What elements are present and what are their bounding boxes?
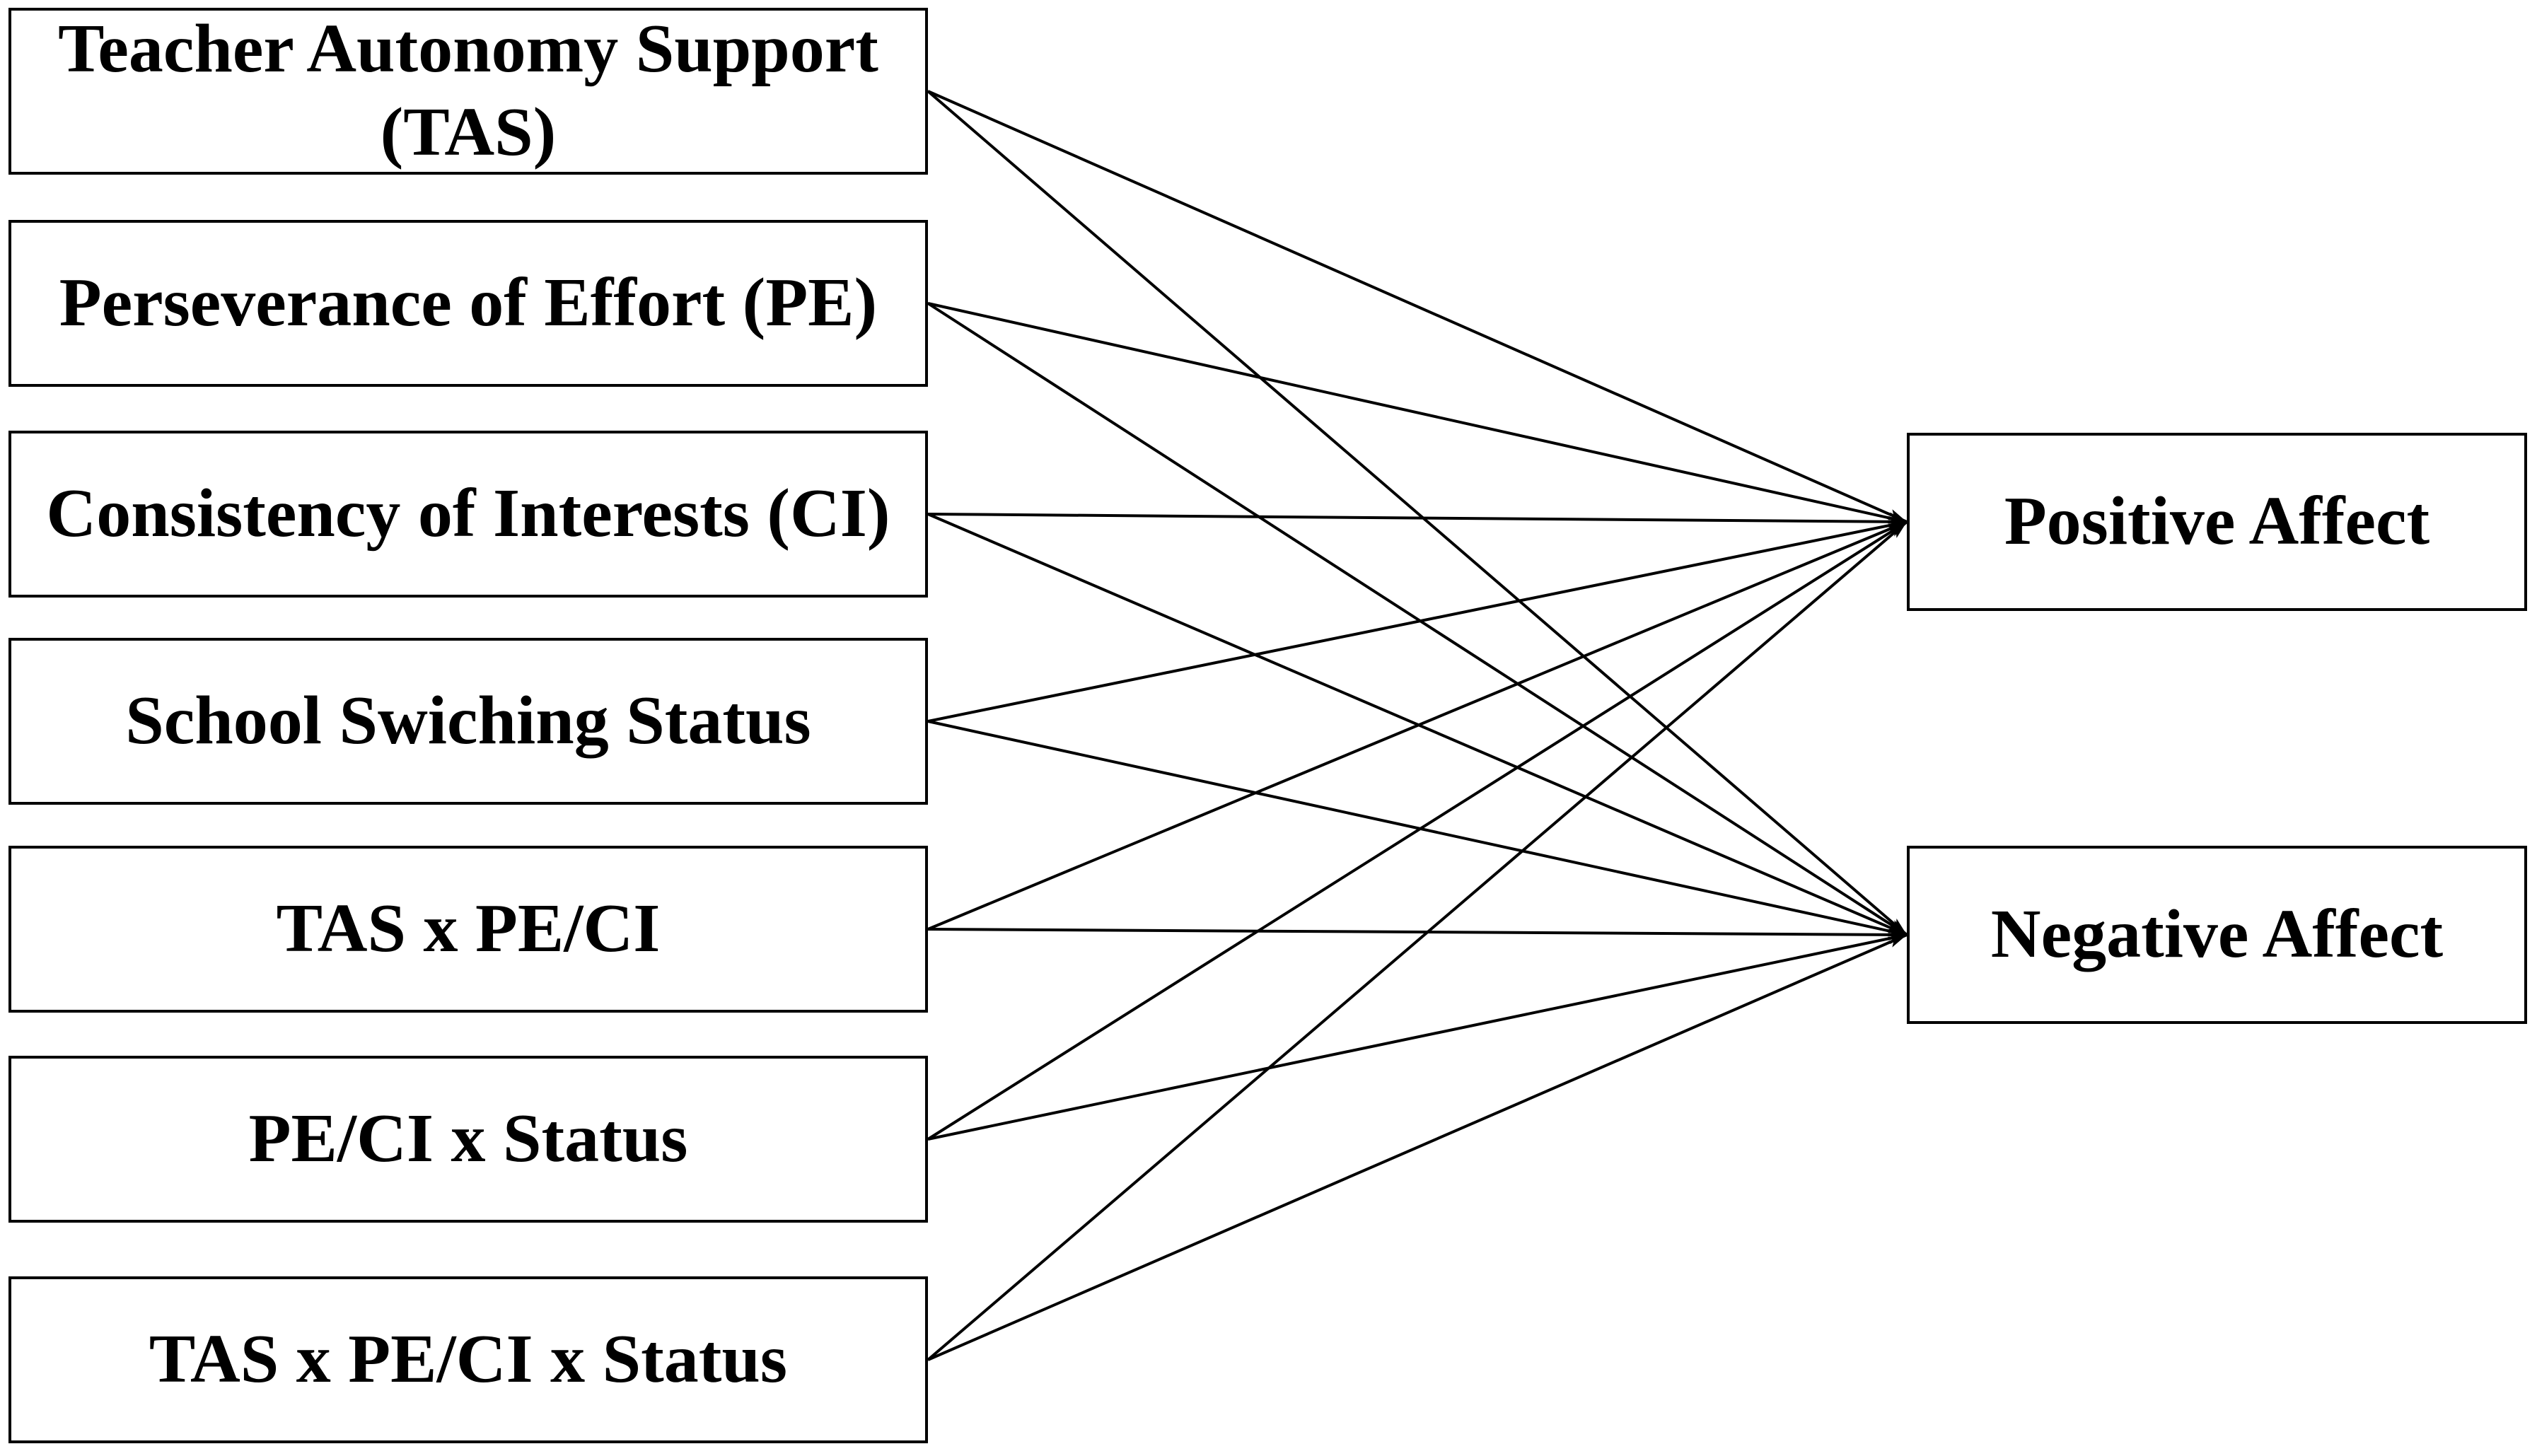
outcome-box-positive-affect: Positive Affect xyxy=(1907,433,2527,611)
path-arrow xyxy=(927,302,1908,936)
path-arrow xyxy=(927,720,1908,937)
predictor-label: TAS x PE/CI xyxy=(276,890,661,967)
predictor-label: Teacher Autonomy Support (TAS) xyxy=(58,11,878,170)
outcome-label: Positive Affect xyxy=(2004,483,2430,560)
path-arrow xyxy=(927,90,1908,523)
path-arrow xyxy=(927,928,1908,940)
path-arrow xyxy=(927,302,1908,524)
predictor-box-school-switching-status: School Swiching Status xyxy=(8,638,928,805)
predictor-label: TAS x PE/CI x Status xyxy=(149,1321,788,1398)
path-arrow xyxy=(927,520,1908,931)
predictor-label: Consistency of Interests (CI) xyxy=(46,475,890,552)
predictor-label: PE/CI x Status xyxy=(248,1100,688,1177)
predictor-box-perseverance-of-effort: Perseverance of Effort (PE) xyxy=(8,220,928,387)
path-arrow xyxy=(927,933,1908,1141)
path-arrow xyxy=(927,933,1908,1361)
path-arrow xyxy=(927,520,1908,1361)
path-arrow xyxy=(927,520,1908,1141)
path-arrow xyxy=(927,90,1908,936)
predictor-label: Perseverance of Effort (PE) xyxy=(59,264,878,342)
predictor-label: School Swiching Status xyxy=(125,682,811,759)
predictor-box-teacher-autonomy-support: Teacher Autonomy Support (TAS) xyxy=(8,8,928,175)
path-arrow xyxy=(927,520,1908,723)
predictor-box-tas-x-pe-ci-x-status: TAS x PE/CI x Status xyxy=(8,1276,928,1443)
outcome-box-negative-affect: Negative Affect xyxy=(1907,846,2527,1024)
predictor-box-pe-ci-x-status: PE/CI x Status xyxy=(8,1056,928,1223)
path-arrow xyxy=(927,513,1908,528)
outcome-label: Negative Affect xyxy=(1990,896,2444,973)
predictor-box-tas-x-pe-ci: TAS x PE/CI xyxy=(8,846,928,1013)
predictor-box-consistency-of-interests: Consistency of Interests (CI) xyxy=(8,431,928,598)
